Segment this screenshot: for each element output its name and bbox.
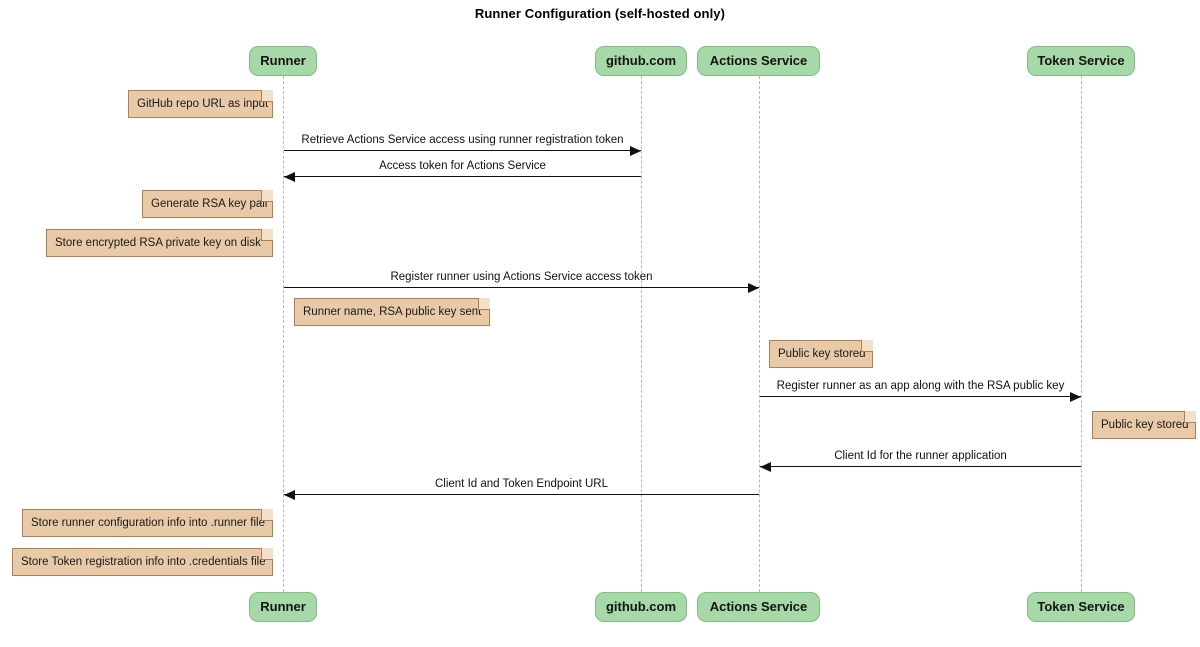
note-store-runner-config: Store runner configuration info into .ru… [22, 509, 273, 537]
message-label-msg-register-runner: Register runner using Actions Service ac… [390, 271, 653, 283]
arrowhead-left-msg-client-id-runner-app [760, 461, 771, 472]
note-fold-corner-icon [261, 509, 273, 521]
message-label-msg-register-runner-app: Register runner as an app along with the… [776, 380, 1065, 392]
note-fold-corner-icon [261, 548, 273, 560]
note-github-repo-url: GitHub repo URL as input [128, 90, 273, 118]
note-github-repo-url-text: GitHub repo URL as input [137, 98, 269, 110]
note-fold-corner-icon [261, 190, 273, 202]
note-runner-name-pubkey: Runner name, RSA public key sent [294, 298, 490, 326]
message-line-msg-register-runner-app [760, 396, 1081, 397]
note-pubkey-stored-token: Public key stored [1092, 411, 1196, 439]
participant-actions-service-bottom[interactable]: Actions Service [697, 592, 820, 622]
note-fold-corner-icon [1184, 411, 1196, 423]
page-title: Runner Configuration (self-hosted only) [474, 6, 726, 21]
lifeline-github-com [641, 76, 642, 592]
note-runner-name-pubkey-text: Runner name, RSA public key sent [303, 306, 482, 318]
message-line-msg-retrieve-actions-access [284, 150, 641, 151]
message-line-msg-client-id-token-endpoint [284, 494, 759, 495]
note-store-private-key: Store encrypted RSA private key on disk [46, 229, 273, 257]
note-pubkey-stored-actions: Public key stored [769, 340, 873, 368]
note-fold-corner-icon [261, 90, 273, 102]
message-label-msg-client-id-runner-app: Client Id for the runner application [834, 450, 1007, 462]
arrowhead-right-msg-retrieve-actions-access [630, 145, 641, 156]
note-store-token-reg-text: Store Token registration info into .cred… [21, 556, 266, 568]
lifeline-runner [283, 76, 284, 592]
lifeline-actions-service [759, 76, 760, 592]
note-store-private-key-text: Store encrypted RSA private key on disk [55, 237, 261, 249]
note-pubkey-stored-token-text: Public key stored [1101, 419, 1189, 431]
participant-token-service-top[interactable]: Token Service [1027, 46, 1135, 76]
participant-token-service-bottom[interactable]: Token Service [1027, 592, 1135, 622]
note-store-runner-config-text: Store runner configuration info into .ru… [31, 517, 265, 529]
participant-github-com-bottom[interactable]: github.com [595, 592, 687, 622]
lifeline-token-service [1081, 76, 1082, 592]
participant-runner-top[interactable]: Runner [249, 46, 317, 76]
arrowhead-right-msg-register-runner-app [1070, 391, 1081, 402]
arrowhead-left-msg-client-id-token-endpoint [284, 489, 295, 500]
note-fold-corner-icon [478, 298, 490, 310]
participant-actions-service-top[interactable]: Actions Service [697, 46, 820, 76]
note-generate-rsa: Generate RSA key pair [142, 190, 273, 218]
message-line-msg-register-runner [284, 287, 759, 288]
note-fold-corner-icon [261, 229, 273, 241]
note-fold-corner-icon [861, 340, 873, 352]
message-line-msg-client-id-runner-app [760, 466, 1081, 467]
participant-github-com-top[interactable]: github.com [595, 46, 687, 76]
arrowhead-left-msg-access-token [284, 171, 295, 182]
message-label-msg-retrieve-actions-access: Retrieve Actions Service access using ru… [301, 134, 624, 146]
note-generate-rsa-text: Generate RSA key pair [151, 198, 269, 210]
message-label-msg-access-token: Access token for Actions Service [379, 160, 546, 172]
participant-runner-bottom[interactable]: Runner [249, 592, 317, 622]
message-line-msg-access-token [284, 176, 641, 177]
arrowhead-right-msg-register-runner [748, 282, 759, 293]
note-pubkey-stored-actions-text: Public key stored [778, 348, 866, 360]
note-store-token-reg: Store Token registration info into .cred… [12, 548, 273, 576]
message-label-msg-client-id-token-endpoint: Client Id and Token Endpoint URL [434, 478, 609, 490]
